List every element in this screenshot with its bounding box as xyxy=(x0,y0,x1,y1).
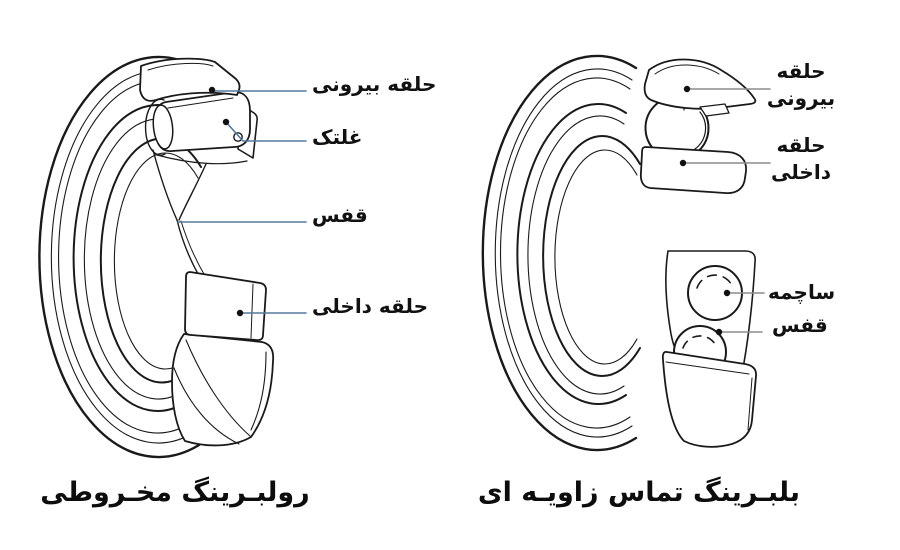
anchor-dot-outer-ring xyxy=(208,86,216,94)
label-cage-right: قفس xyxy=(772,313,828,337)
inner-ring-body xyxy=(171,333,275,447)
label-roller: غلتک xyxy=(312,125,363,149)
caption-angular-contact-bearing: بلبـرینگ تماس زاویـه ای xyxy=(477,477,800,508)
anchor-dot-outer-ring xyxy=(683,85,691,93)
label-ball: ساچمه xyxy=(768,280,836,304)
inner-ring-cut-section xyxy=(639,146,747,194)
anchor-dot-roller xyxy=(222,118,230,126)
anchor-dot-ball xyxy=(723,289,731,297)
outer-ring-arcs xyxy=(38,55,201,459)
anchor-dot-cage xyxy=(715,328,723,336)
label-cage-left: قفس xyxy=(312,203,368,227)
label-inner-ring-left: حلقه داخلی xyxy=(312,294,428,318)
tapered-roller-bearing-drawing xyxy=(38,55,307,459)
caption-tapered-roller-bearing: رولبـرینگ مخـروطی xyxy=(40,477,310,508)
outer-ring-arcs xyxy=(481,54,638,452)
angular-contact-bearing-drawing xyxy=(481,54,771,452)
anchor-dots-right xyxy=(679,85,731,336)
anchor-dots-left xyxy=(208,86,244,317)
leader-roller xyxy=(225,121,307,142)
tapered-roller xyxy=(144,91,251,156)
label-inner-ring-right: حلقه داخلی xyxy=(771,133,831,184)
outer-ring-cut-section xyxy=(643,58,757,117)
inner-ring-body xyxy=(661,351,757,448)
inner-ring-shoulder-line xyxy=(156,154,248,165)
anchor-dot-inner-ring xyxy=(236,309,244,317)
leader-lines-left xyxy=(177,90,307,314)
bore-arcs xyxy=(542,135,641,377)
inner-ring-cut-face xyxy=(184,271,267,342)
label-outer-ring-left: حلقه بیرونی xyxy=(312,72,437,96)
leader-lines-right xyxy=(685,88,771,333)
roller-pin-hole xyxy=(233,132,243,142)
anchor-dot-inner-ring xyxy=(679,159,687,167)
label-outer-ring-right: حلقه بیرونی xyxy=(766,59,836,110)
